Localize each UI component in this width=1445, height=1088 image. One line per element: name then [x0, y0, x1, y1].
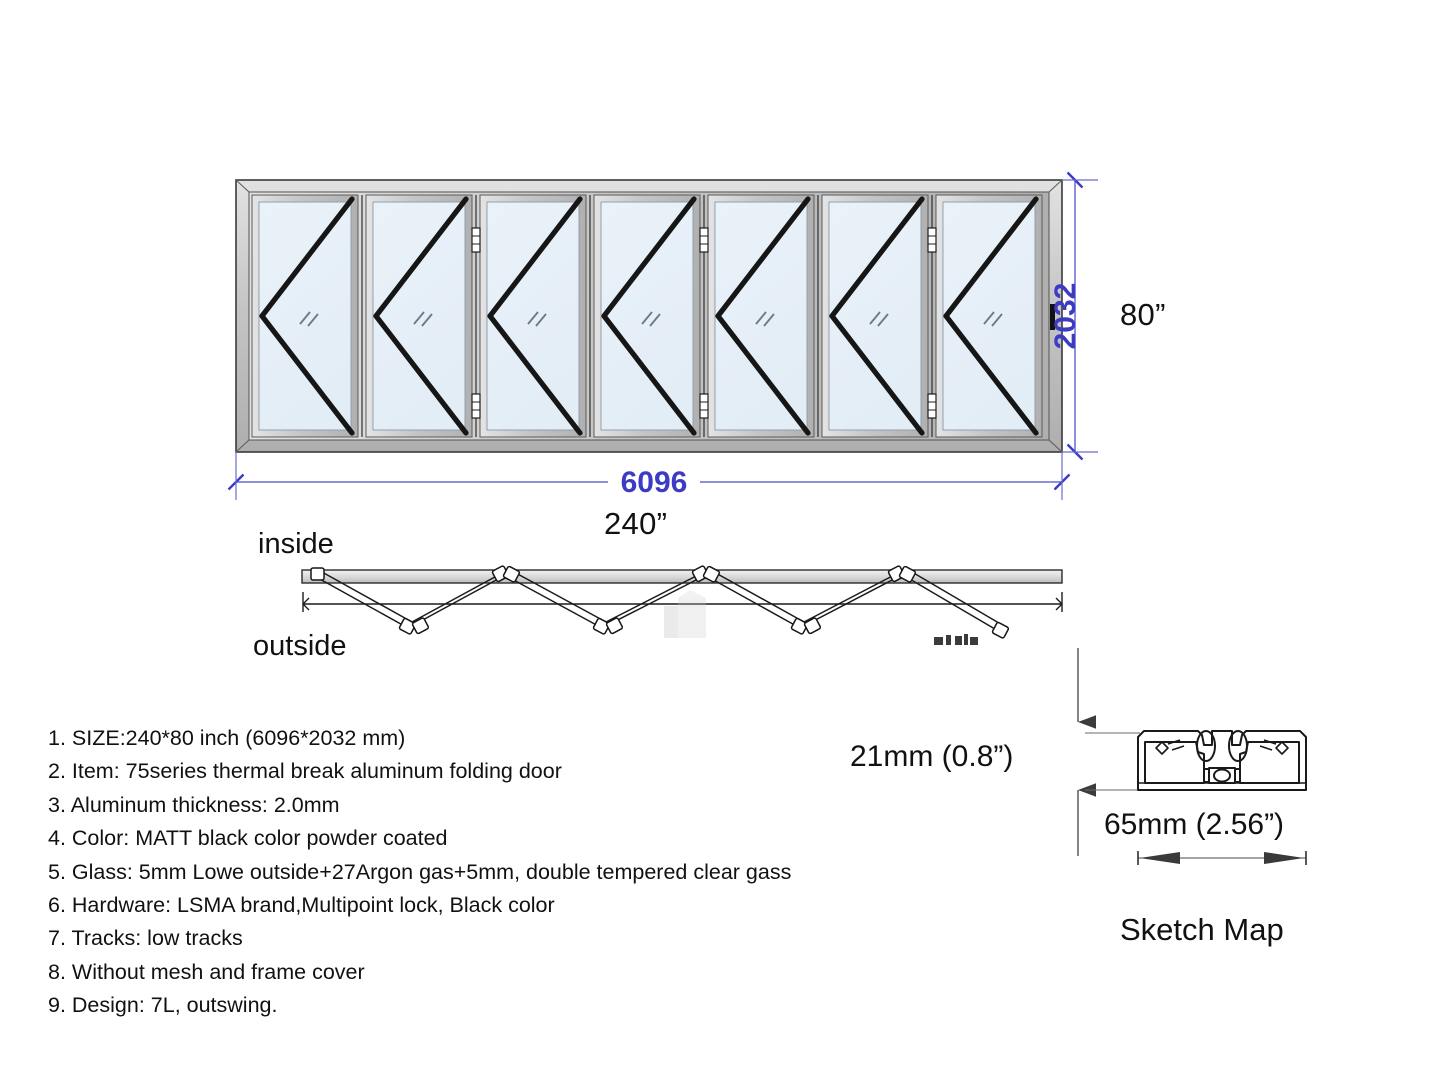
swing-indicator-chevron	[373, 196, 469, 436]
glass-reflection-marks	[527, 311, 547, 327]
track-rail	[301, 569, 1063, 584]
height-inch-label: 80”	[1120, 297, 1166, 332]
hinge-top	[927, 227, 937, 253]
spec-item: 6. Hardware: LSMA brand,Multipoint lock,…	[48, 893, 555, 918]
door-leaf-7[interactable]	[935, 194, 1043, 438]
door-leaf-1[interactable]	[251, 194, 359, 438]
threshold-profile-section	[1137, 730, 1307, 791]
glass-reflection-marks	[983, 311, 1003, 327]
sketch-height-dimension	[1077, 648, 1140, 856]
door-leaf-2[interactable]	[365, 194, 473, 438]
door-leaf-6[interactable]	[821, 194, 929, 438]
swing-indicator-chevron	[601, 196, 697, 436]
spec-item: 4. Color: MATT black color powder coated	[48, 826, 448, 851]
glass-reflection-marks	[869, 311, 889, 327]
hinge-top	[699, 227, 709, 253]
glass-reflection-marks	[413, 311, 433, 327]
sketch-height-label: 21mm (0.8”)	[850, 740, 1014, 773]
glass-reflection-marks	[755, 311, 775, 327]
width-inch-label: 240”	[604, 506, 668, 541]
sketch-width-dimension	[1137, 851, 1307, 865]
height-dim-value: 2032	[1049, 283, 1082, 350]
spec-item: 8. Without mesh and frame cover	[48, 959, 365, 984]
inside-label: inside	[258, 528, 334, 560]
hinge-bottom	[699, 393, 709, 419]
plan-baseline	[302, 592, 1063, 612]
hinge-bottom	[471, 393, 481, 419]
spec-item: 3. Aluminum thickness: 2.0mm	[48, 792, 340, 817]
plan-view	[301, 565, 1063, 645]
specification-list: 1. SIZE:240*80 inch (6096*2032 mm) 2. It…	[48, 722, 928, 1023]
spec-item: 2. Item: 75series thermal break aluminum…	[48, 759, 562, 784]
door-leaf-4[interactable]	[593, 194, 701, 438]
swing-indicator-chevron	[829, 196, 925, 436]
folded-leaf-lines	[317, 571, 1005, 633]
glass-reflection-marks	[641, 311, 661, 327]
door-leaf-3[interactable]	[479, 194, 587, 438]
spec-item: 1. SIZE:240*80 inch (6096*2032 mm)	[48, 726, 406, 750]
glass-reflection-marks	[299, 311, 319, 327]
frame-mitre-joints	[235, 179, 1063, 453]
door-handle[interactable]	[1050, 304, 1055, 330]
dimension-lines: 2032 6096	[227, 171, 1098, 500]
sketch-map-title: Sketch Map	[1120, 912, 1284, 947]
watermark-mark	[664, 590, 706, 638]
watermark-text-mark	[934, 634, 978, 645]
swing-indicator-chevron	[715, 196, 811, 436]
sketch-map-detail	[1077, 648, 1307, 865]
plan-hinge-knuckles	[310, 565, 1010, 639]
spec-item: 5. Glass: 5mm Lowe outside+27Argon gas+5…	[48, 859, 792, 884]
swing-indicator-chevron	[487, 196, 583, 436]
swing-indicator-chevron	[943, 196, 1039, 436]
hinge-top	[471, 227, 481, 253]
width-dim-value: 6096	[621, 466, 688, 499]
door-leaves	[251, 194, 1043, 438]
swing-indicator-chevron	[259, 196, 355, 436]
spec-item: 7. Tracks: low tracks	[48, 926, 243, 951]
outside-label: outside	[253, 630, 347, 662]
door-elevation	[235, 179, 1063, 453]
door-leaf-5[interactable]	[707, 194, 815, 438]
sketch-width-label: 65mm (2.56”)	[1104, 808, 1285, 841]
spec-item: 9. Design: 7L, outswing.	[48, 993, 278, 1018]
hinge-marks	[471, 227, 937, 419]
hinge-bottom	[927, 393, 937, 419]
